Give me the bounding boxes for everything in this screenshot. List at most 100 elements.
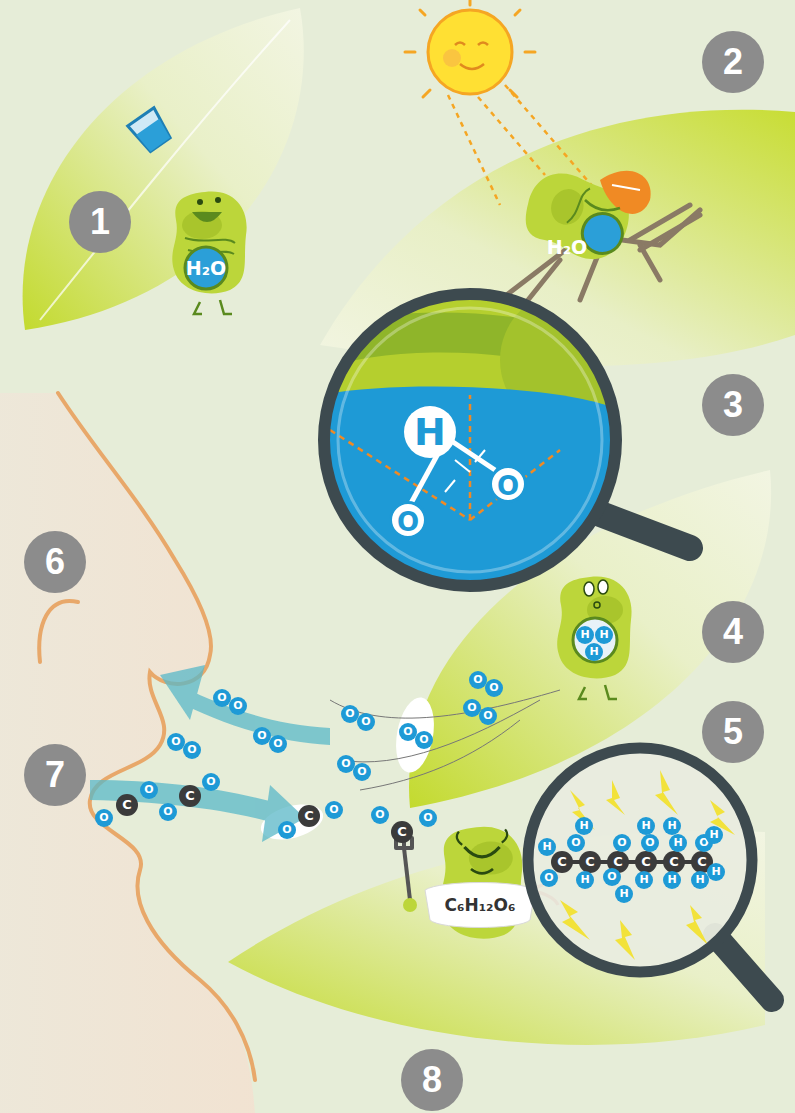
atom-label: O	[415, 731, 433, 749]
atom-label: O	[641, 834, 659, 852]
sunglasses	[585, 200, 620, 210]
atom-label: H	[585, 643, 603, 661]
atom-label: O	[269, 735, 287, 753]
plant-cell-worried	[594, 602, 600, 608]
magnifier	[615, 920, 635, 960]
bib	[425, 883, 535, 928]
sunglasses	[585, 171, 651, 214]
stoma	[330, 690, 560, 790]
magnifier	[655, 770, 678, 815]
atom-label: O	[202, 773, 220, 791]
atom-label: H	[663, 817, 681, 835]
carbon-atom-label: C	[116, 794, 138, 816]
carbon-atom-label: C	[391, 821, 413, 843]
atom-label: O	[325, 801, 343, 819]
atom-label: H	[575, 817, 593, 835]
atom-label: H	[669, 834, 687, 852]
plant-cell-worried	[557, 577, 631, 699]
fork	[396, 838, 417, 912]
sunglasses	[612, 185, 640, 190]
sun	[428, 10, 512, 94]
carbon-dioxide-arrow	[90, 780, 305, 842]
plant-cell-worried	[557, 577, 631, 679]
stoma	[257, 690, 560, 846]
atom-label: H	[595, 626, 613, 644]
sun	[478, 97, 545, 175]
stoma	[391, 694, 440, 775]
atom-label: O	[485, 679, 503, 697]
sun	[448, 95, 500, 205]
formula-label: H₂O	[547, 236, 587, 258]
plant-cell-sunbathing	[567, 185, 590, 226]
atom-label: O	[183, 741, 201, 759]
magnifier	[445, 450, 485, 492]
sun	[405, 0, 600, 205]
face-profile	[58, 393, 255, 1080]
plant-cell-eating	[464, 847, 499, 857]
water-glass	[128, 108, 174, 154]
atom-label: O	[371, 806, 389, 824]
plant-cell-drinking	[197, 199, 203, 205]
magnifier	[324, 294, 616, 586]
carbon-atom-label: C	[179, 785, 201, 807]
atom-label: O	[278, 821, 296, 839]
atom-label: H	[404, 406, 456, 458]
sun	[405, 51, 415, 54]
atom-label: H	[707, 863, 725, 881]
magnifier	[445, 480, 455, 492]
atom-label: O	[613, 834, 631, 852]
fork	[404, 848, 410, 900]
sun	[515, 10, 520, 15]
formula-label: H₂O	[186, 257, 226, 279]
sun	[443, 49, 461, 67]
magnifier	[715, 935, 772, 1000]
atom-label: O	[229, 697, 247, 715]
face-profile	[39, 601, 78, 662]
atom-label: O	[567, 834, 585, 852]
magnifier	[450, 440, 495, 470]
plant-cell-drinking	[194, 300, 232, 314]
atom-label: O	[140, 781, 158, 799]
magnifier	[560, 770, 735, 960]
magnifier	[606, 780, 625, 815]
atom-label: H	[637, 817, 655, 835]
atom-label: O	[159, 803, 177, 821]
sun	[423, 90, 430, 97]
atom-label: H	[576, 871, 594, 889]
plant-cell-drinking	[182, 211, 222, 239]
callout-number: 8	[401, 1049, 463, 1111]
plant-cell-drinking	[215, 197, 221, 203]
callout-number: 2	[702, 31, 764, 93]
atom-label: O	[95, 809, 113, 827]
atom-label: O	[389, 501, 427, 539]
water-glass	[136, 119, 172, 153]
oxygen-arrow	[160, 665, 205, 720]
plant-cell-eating	[469, 842, 513, 875]
sun	[469, 0, 472, 5]
sun	[455, 43, 488, 46]
face-profile	[0, 393, 255, 1113]
atom-label: H	[576, 626, 594, 644]
magnifier	[320, 290, 640, 600]
plant-cell-eating	[457, 829, 507, 844]
atom-label: H	[705, 826, 723, 844]
magnifier	[320, 387, 620, 600]
atom-label: H	[615, 885, 633, 903]
sun	[460, 64, 484, 69]
carbon-atom-label: C	[663, 851, 685, 873]
atom-label: H	[635, 871, 653, 889]
atom-label: H	[663, 871, 681, 889]
carbon-atom-label: C	[579, 851, 601, 873]
callout-number: 4	[702, 601, 764, 663]
plant-cell-drinking	[172, 192, 246, 314]
plant-cell-worried	[579, 685, 617, 699]
atom-label: H	[538, 838, 556, 856]
magnifier	[469, 395, 472, 520]
plant-cell-drinking	[192, 212, 222, 222]
plant-cell-worried	[584, 582, 594, 596]
carbon-atom-label: C	[551, 851, 573, 873]
formula-label: C₆H₁₂O₆	[445, 895, 516, 915]
atom-label: O	[489, 465, 527, 503]
carbon-atom-label: C	[635, 851, 657, 873]
